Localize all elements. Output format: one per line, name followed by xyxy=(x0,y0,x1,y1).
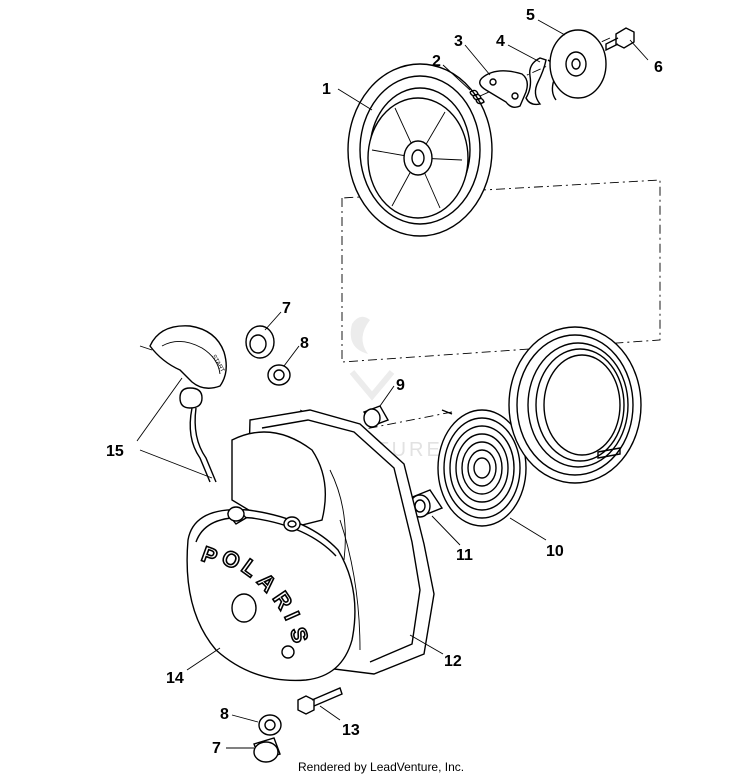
callout-7-bottom: 7 xyxy=(212,740,221,757)
callout-6: 6 xyxy=(654,59,663,76)
cap-top xyxy=(245,325,275,359)
bolt xyxy=(297,687,343,715)
callout-2: 2 xyxy=(432,53,441,70)
callouts: 1 2 3 4 5 6 7 8 9 10 11 12 14 13 8 7 15 xyxy=(106,7,663,757)
callout-8-bottom: 8 xyxy=(220,706,229,723)
pawl-spring xyxy=(469,89,485,105)
starter-handle: START xyxy=(149,325,227,483)
recoil-spring xyxy=(437,409,527,527)
callout-10: 10 xyxy=(546,543,564,560)
callout-12: 12 xyxy=(444,653,462,670)
callout-4: 4 xyxy=(496,33,505,50)
pawl xyxy=(479,70,529,109)
collar xyxy=(408,489,444,518)
callout-11: 11 xyxy=(456,547,473,564)
leader-lines xyxy=(136,19,649,749)
render-credit: Rendered by LeadVenture, Inc. xyxy=(298,760,464,774)
callout-5: 5 xyxy=(526,7,535,24)
callout-8-top: 8 xyxy=(300,335,309,352)
washer-top xyxy=(267,364,291,386)
friction-plate xyxy=(549,29,607,99)
cap-bottom xyxy=(253,737,281,763)
spring-case xyxy=(508,326,642,484)
callout-7-top: 7 xyxy=(282,300,291,317)
callout-15: 15 xyxy=(106,443,124,460)
callout-1: 1 xyxy=(322,81,331,98)
starter-pulley xyxy=(347,63,493,237)
callout-13: 13 xyxy=(342,722,360,739)
callout-3: 3 xyxy=(454,33,463,50)
washer-bottom xyxy=(258,714,282,736)
bushing xyxy=(362,405,390,428)
callout-9: 9 xyxy=(396,377,405,394)
starter-housing xyxy=(186,409,435,682)
callout-14: 14 xyxy=(166,670,184,687)
screw xyxy=(605,27,635,52)
